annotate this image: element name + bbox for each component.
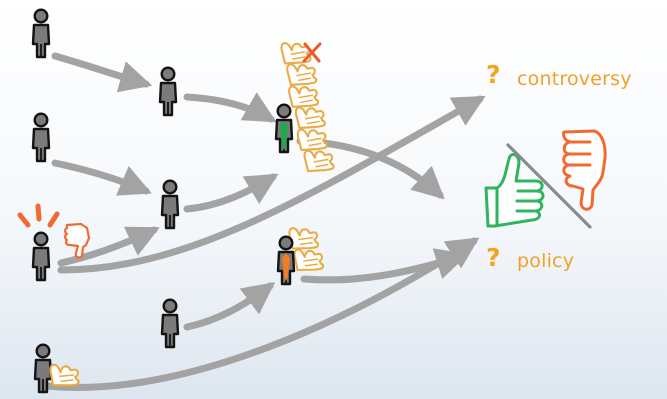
cross-icon [302, 42, 322, 63]
thumbs-up-icon [484, 153, 545, 228]
small-thumbs-down-icon [64, 222, 91, 259]
arrow-icon [183, 282, 276, 331]
orange-tie-icon [282, 253, 290, 281]
arrow-icon [183, 92, 277, 123]
policy-question-mark: ? [486, 243, 501, 272]
arrow-icon [57, 226, 160, 267]
alert-burst-icon [17, 203, 60, 228]
controversy-question-mark: ? [486, 60, 501, 89]
divider-slash [506, 143, 592, 229]
arrow-icon [43, 237, 480, 391]
arrow-icon [51, 52, 153, 93]
arrow-icon [183, 173, 279, 213]
thumbs-down-icon [562, 129, 607, 211]
arrow-icon [51, 159, 152, 196]
policy-label: policy [517, 250, 575, 272]
controversy-label: controversy [517, 68, 632, 90]
arrow-icon [57, 95, 486, 274]
green-tie-icon [280, 121, 288, 150]
